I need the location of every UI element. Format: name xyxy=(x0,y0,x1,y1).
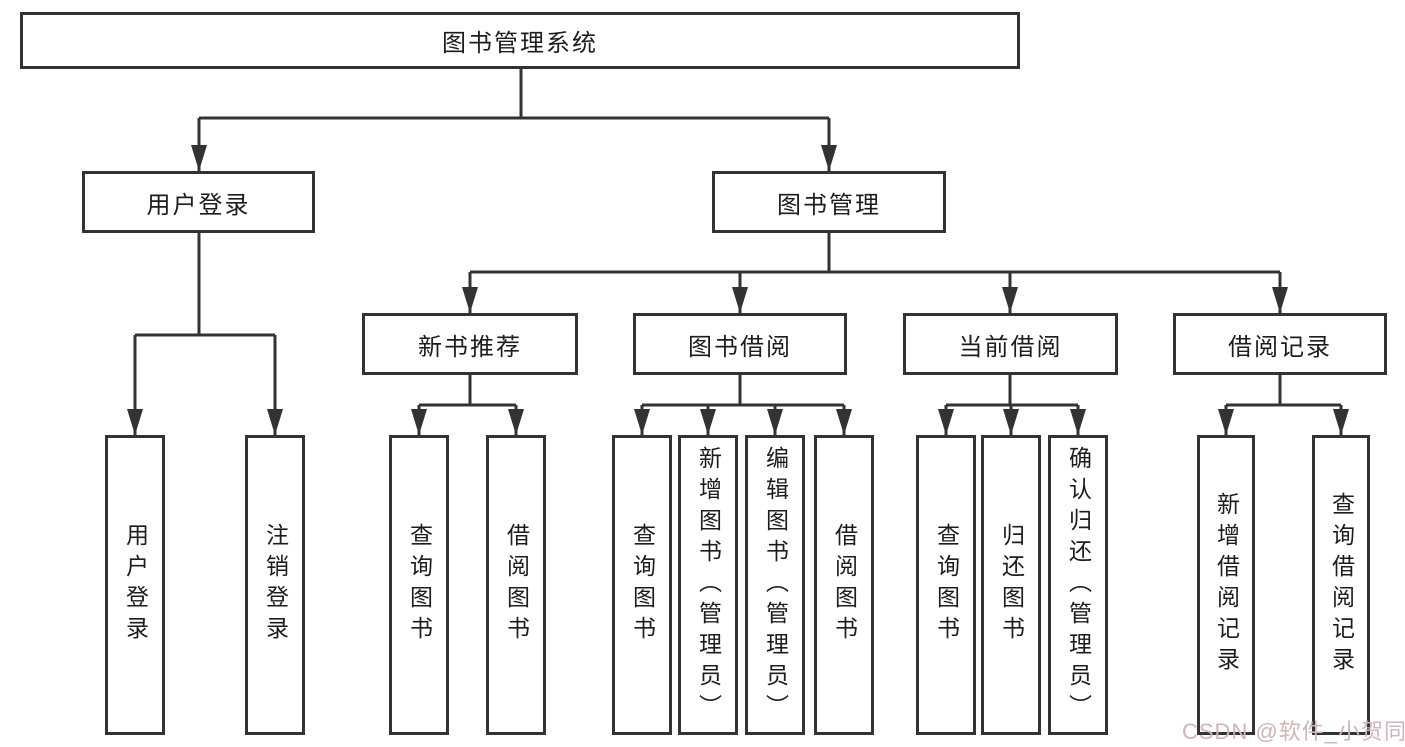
leaf-query-borrow-record: 查询借阅记录 xyxy=(1312,435,1370,735)
leaf-label: 确认归还（管理员） xyxy=(1065,445,1092,725)
node-label: 图书管理系统 xyxy=(442,30,598,57)
leaf-label: 注销登录 xyxy=(262,523,289,647)
csdn-watermark: CSDN @软件_小贺同学 xyxy=(1182,719,1405,744)
node-label: 图书借阅 xyxy=(688,333,792,361)
leaf-label: 借阅图书 xyxy=(503,523,530,647)
leaf-label: 新增图书（管理员） xyxy=(695,445,722,725)
leaf-label: 查询图书 xyxy=(406,523,433,647)
leaf-return-books: 归还图书 xyxy=(981,435,1041,735)
leaf-borrow-books: 借阅图书 xyxy=(814,435,874,735)
node-new-book-recommend: 新书推荐 xyxy=(362,313,578,375)
leaf-query-books-recommend: 查询图书 xyxy=(389,435,449,735)
arrowhead-icons xyxy=(127,145,1349,435)
leaf-label: 借阅图书 xyxy=(831,523,858,647)
leaf-query-books-borrow: 查询图书 xyxy=(612,435,672,735)
node-label: 借阅记录 xyxy=(1228,333,1332,361)
leaf-confirm-return-admin: 确认归还（管理员） xyxy=(1048,435,1108,735)
leaf-edit-books-admin: 编辑图书（管理员） xyxy=(745,435,805,735)
node-library-management-system: 图书管理系统 xyxy=(20,12,1020,69)
leaf-label: 查询借阅记录 xyxy=(1328,492,1355,678)
leaf-add-borrow-record: 新增借阅记录 xyxy=(1197,435,1255,735)
leaf-label: 查询图书 xyxy=(629,523,656,647)
leaf-label: 新增借阅记录 xyxy=(1213,492,1240,678)
leaf-borrow-books-recommend: 借阅图书 xyxy=(486,435,546,735)
node-user-login: 用户登录 xyxy=(82,171,315,233)
leaf-add-books-admin: 新增图书（管理员） xyxy=(678,435,738,735)
leaf-query-books-current: 查询图书 xyxy=(916,435,976,735)
leaf-label: 查询图书 xyxy=(933,523,960,647)
node-borrow-records: 借阅记录 xyxy=(1173,313,1387,375)
node-label: 图书管理 xyxy=(777,191,881,219)
leaf-label: 用户登录 xyxy=(122,523,149,647)
node-label: 用户登录 xyxy=(146,191,251,219)
leaf-label: 归还图书 xyxy=(998,523,1025,647)
node-label: 当前借阅 xyxy=(958,333,1063,361)
node-book-management: 图书管理 xyxy=(712,171,946,233)
leaf-label: 编辑图书（管理员） xyxy=(762,445,789,725)
node-label: 新书推荐 xyxy=(418,333,522,361)
leaf-logout: 注销登录 xyxy=(245,435,305,735)
connector-lines xyxy=(133,69,1343,435)
leaf-user-login: 用户登录 xyxy=(105,435,165,735)
node-current-borrow: 当前借阅 xyxy=(903,313,1118,375)
node-book-borrow: 图书借阅 xyxy=(633,313,847,375)
